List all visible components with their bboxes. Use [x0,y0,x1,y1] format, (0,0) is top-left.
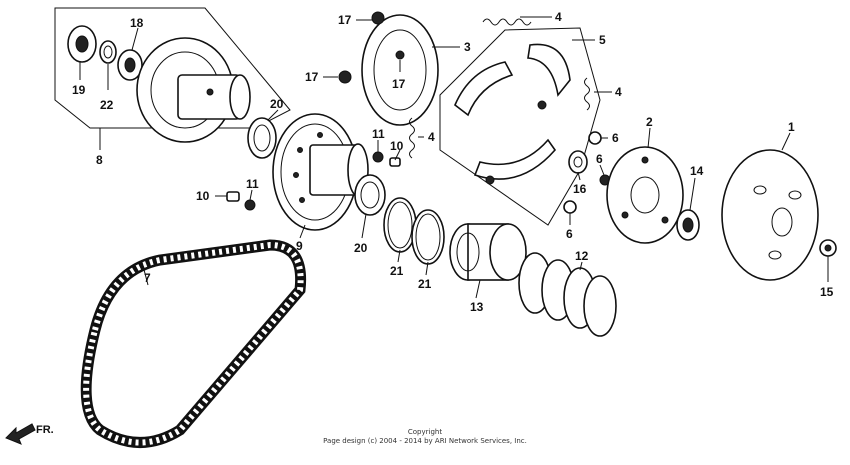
part-15-nut [819,239,837,257]
callout-16: 16 [573,182,587,196]
movable-drive-face [136,37,251,143]
part-1-clutch-outer [721,149,819,281]
part-6-collar-top [588,131,602,145]
callout-1: 1 [788,120,795,134]
part-20-seal-left [247,117,277,159]
part-10-pin-left [226,191,240,202]
part-21-oring-right [411,209,445,265]
callout-6-top: 6 [612,131,619,145]
part-12-spring [518,252,617,337]
leader-lines [79,16,829,299]
callout-3: 3 [464,40,471,54]
drive-face-assembly [54,7,291,143]
callout-8: 8 [96,153,103,167]
callout-19: 19 [72,83,86,97]
callout-13: 13 [470,300,484,314]
callout-17-middle: 17 [305,70,319,84]
callout-22: 22 [100,98,114,112]
part-21-oring-left [383,197,417,253]
part-11-nut-center [372,151,384,163]
callout-12: 12 [575,249,589,263]
callout-17-center: 17 [392,77,406,91]
callout-21-right: 21 [418,277,432,291]
part-20-seal-right [354,174,386,216]
callout-21-left: 21 [390,264,404,278]
callout-6-bottom: 6 [566,227,573,241]
part-17-nut-top [371,11,385,25]
part-19-bearing [67,25,97,63]
callout-4-top: 4 [555,10,562,24]
part-13-collar [449,223,527,281]
part-4-spring-right [584,77,590,111]
clutch-shoe-assembly [439,27,601,226]
part-22-ring [99,40,117,64]
callout-17-top: 17 [338,13,352,27]
copyright-title: Copyright [407,428,443,436]
callout-labels: 1 2 3 4 4 4 5 6 6 6 7 8 9 10 10 11 11 12… [72,10,834,314]
front-direction-label: FR. [36,424,54,436]
part-17-nut-middle [338,70,352,84]
part-7-drive-belt [80,239,307,448]
callout-20-right: 20 [354,241,368,255]
front-direction-arrow: FR. [5,423,54,445]
part-6-collar-bottom [563,200,577,214]
callout-10-left: 10 [196,189,210,203]
part-16-washer [568,150,588,174]
callout-2: 2 [646,115,653,129]
callout-20-left: 20 [270,97,284,111]
callout-7: 7 [144,271,151,285]
callout-5: 5 [599,33,606,47]
callout-11-left: 11 [246,177,259,191]
callout-4-center: 4 [428,130,435,144]
callout-4-right: 4 [615,85,622,99]
copyright-notice: Page design (c) 2004 - 2014 by ARI Netwo… [323,437,527,445]
callout-11-center: 11 [372,127,385,141]
callout-14: 14 [690,164,704,178]
callout-9: 9 [296,239,303,253]
part-11-nut-left [244,199,256,211]
callout-10-center: 10 [390,139,404,153]
part-4-spring-top [482,18,532,26]
part-4-spring-center [409,117,415,159]
part-9-driven-face [272,113,369,231]
callout-15: 15 [820,285,834,299]
part-10-pin-center [389,157,401,167]
callout-6-middle: 6 [596,152,603,166]
part-14-nut [676,209,700,241]
callout-18: 18 [130,16,144,30]
part-2-drive-plate [606,146,684,244]
